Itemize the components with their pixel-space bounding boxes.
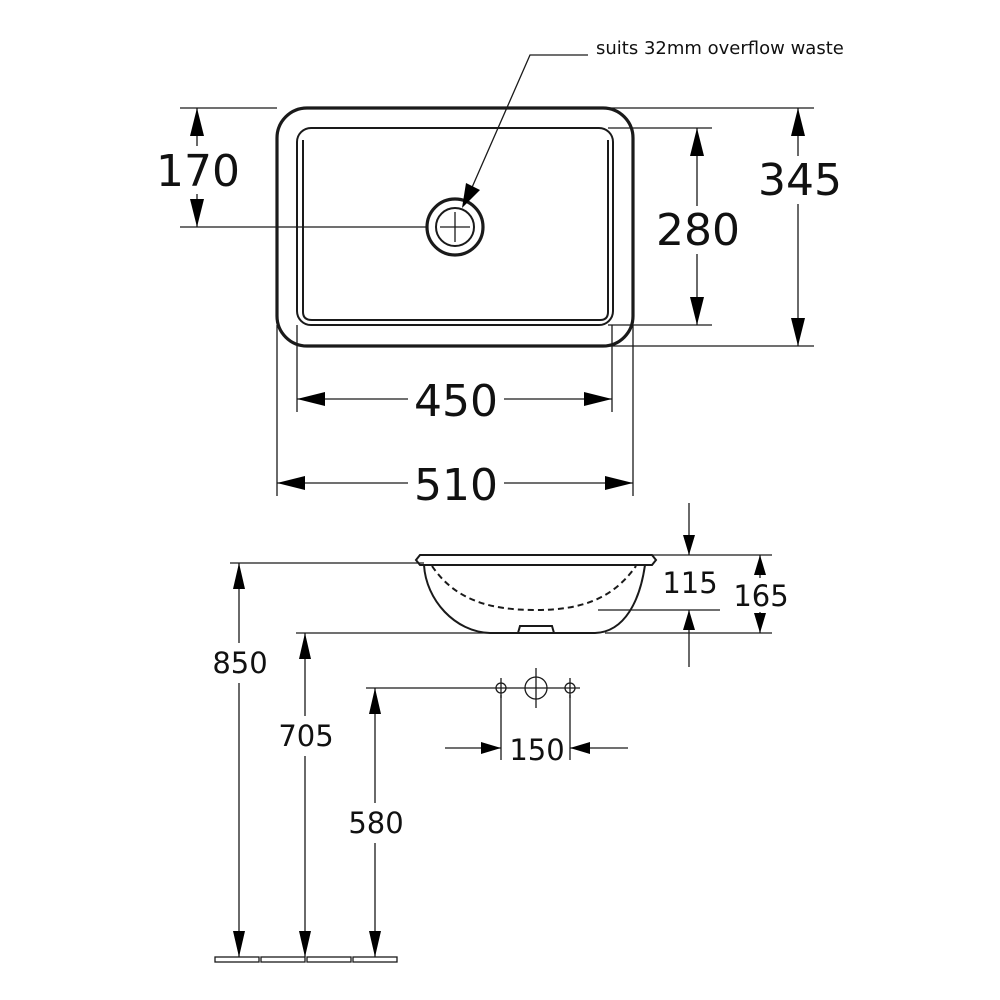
dim-outer-width: 510 bbox=[414, 460, 498, 511]
dim-inner-width: 450 bbox=[414, 376, 498, 427]
basin-section-rim bbox=[414, 554, 658, 566]
overflow-waste-note: suits 32mm overflow waste bbox=[596, 38, 844, 59]
dim-overall-height: 165 bbox=[733, 579, 788, 613]
dim-bowl-depth: 115 bbox=[662, 566, 717, 600]
waste-outlet bbox=[425, 197, 485, 257]
basin-section-bowl bbox=[423, 564, 646, 634]
dim-rim-height: 850 bbox=[212, 646, 267, 680]
bowl-inner-shadow bbox=[302, 140, 609, 321]
dim-tap-spacing: 150 bbox=[509, 733, 564, 767]
note-leader-arrow bbox=[462, 183, 480, 208]
dim-inner-depth: 280 bbox=[656, 205, 740, 256]
dim-outer-depth: 345 bbox=[758, 155, 842, 206]
section-waste-outlet bbox=[517, 625, 555, 634]
dim-tap-height: 580 bbox=[348, 806, 403, 840]
floor-line bbox=[214, 956, 398, 963]
basin-section-inner-dashed bbox=[431, 565, 637, 612]
plan-view: suits 32mm overflow waste 170 280 345 45 bbox=[156, 38, 844, 511]
note-leader-line bbox=[469, 54, 588, 193]
tap-holes bbox=[366, 668, 580, 708]
dim-waste-to-edge: 170 bbox=[156, 146, 240, 197]
dim-base-height: 705 bbox=[278, 719, 333, 753]
section-view: 115 165 850 705 bbox=[210, 503, 789, 963]
